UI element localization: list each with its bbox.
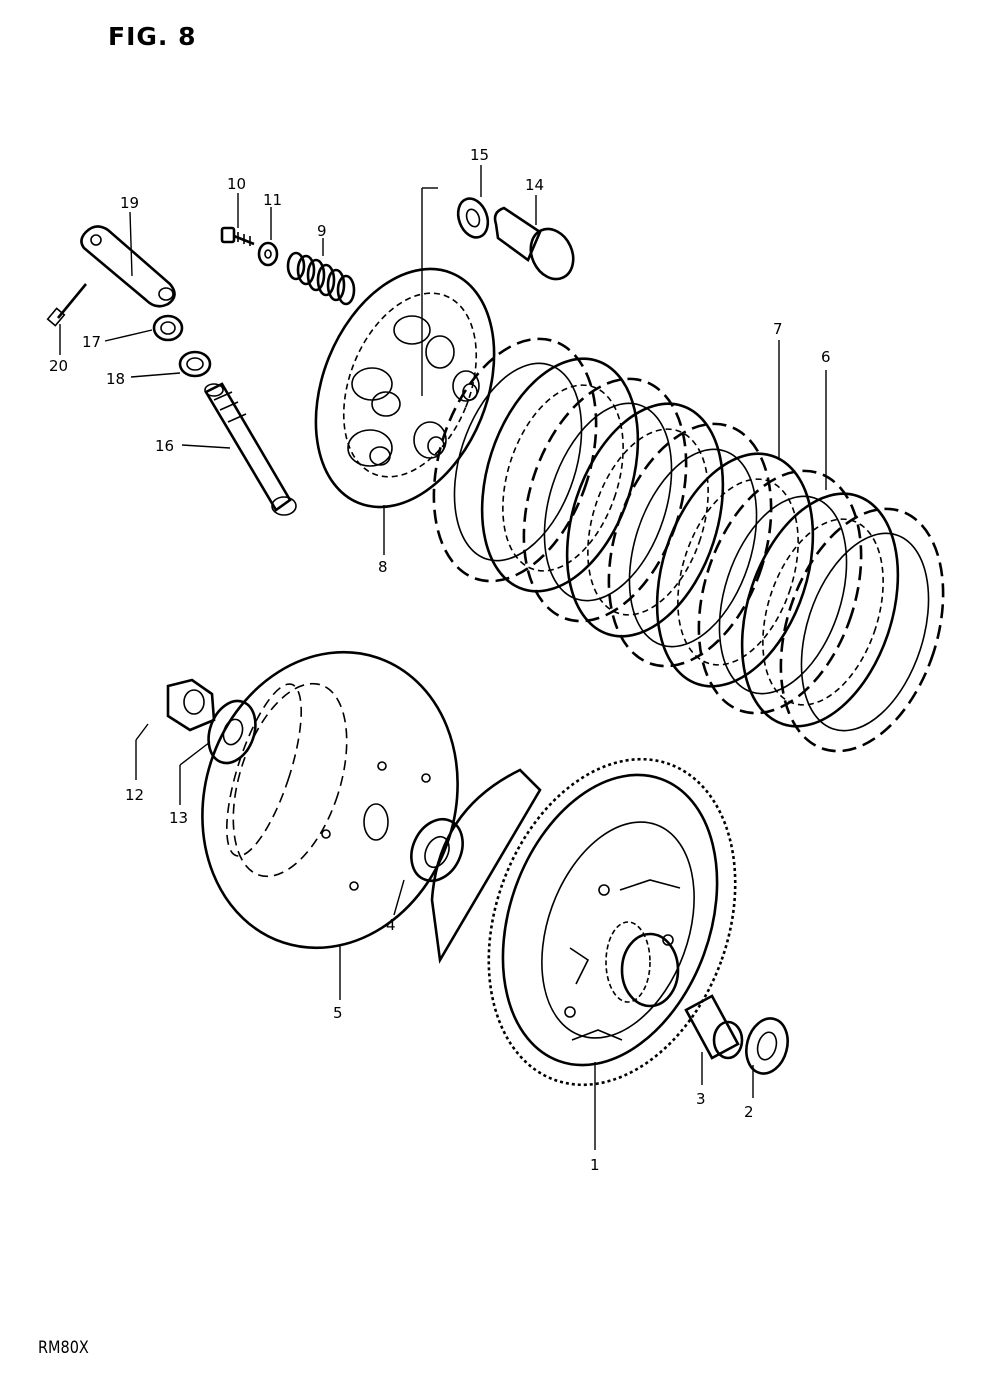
callout-6: 6: [821, 348, 831, 366]
part-2-washer: [745, 1017, 789, 1075]
part-15-washer: [456, 197, 490, 239]
callout-2: 2: [744, 1103, 754, 1121]
part-4-thrust-washer: [410, 817, 464, 883]
part-17-seal: [152, 314, 184, 342]
callout-1: 1: [590, 1156, 600, 1174]
callout-16: 16: [155, 437, 174, 455]
callout-14: 14: [525, 176, 544, 194]
part-8-pressure-plate: [314, 187, 496, 509]
part-1-clutch-housing: [430, 757, 737, 1087]
figure-title: FIG. 8: [108, 22, 197, 51]
callout-7: 7: [773, 320, 783, 338]
part-12-nut: [166, 678, 216, 732]
leader-lines: [59, 165, 827, 1150]
part-3-spacer: [684, 994, 744, 1060]
callout-17: 17: [82, 333, 101, 351]
callout-5: 5: [333, 1004, 343, 1022]
part-11-washer: [257, 241, 279, 267]
driven-plate: [740, 492, 900, 728]
callout-8: 8: [378, 558, 388, 576]
part-9-spring: [286, 251, 356, 306]
driven-plate: [655, 452, 815, 688]
part-20-screw: [46, 283, 88, 327]
callout-19: 19: [120, 194, 139, 212]
drive-plate: [779, 507, 945, 753]
callout-3: 3: [696, 1090, 706, 1108]
drive-plate: [607, 422, 773, 668]
callout-18: 18: [106, 370, 125, 388]
callout-9: 9: [317, 222, 327, 240]
drive-plate: [432, 337, 598, 583]
callout-13: 13: [169, 809, 188, 827]
callout-labels: 1 2 3 4 5 6 7 8 9 10 11 12 13 14 15 16 1…: [49, 146, 831, 1174]
callout-12: 12: [125, 786, 144, 804]
callout-20: 20: [49, 357, 68, 375]
part-13-lock-washer: [207, 699, 257, 765]
callout-10: 10: [227, 175, 246, 193]
model-code: RM80X: [38, 1338, 89, 1358]
part-16-release-shaft: [204, 382, 297, 516]
driven-plate: [565, 402, 725, 638]
part-18-washer: [178, 350, 212, 378]
part-5-sleeve-hub: [201, 650, 459, 950]
callout-11: 11: [263, 191, 282, 209]
part-14-push-piece: [493, 206, 575, 281]
part-19-lever: [80, 225, 176, 308]
clutch-plate-stack: [432, 337, 945, 753]
callout-15: 15: [470, 146, 489, 164]
callout-4: 4: [386, 916, 396, 934]
part-10-bolt: [220, 226, 255, 246]
